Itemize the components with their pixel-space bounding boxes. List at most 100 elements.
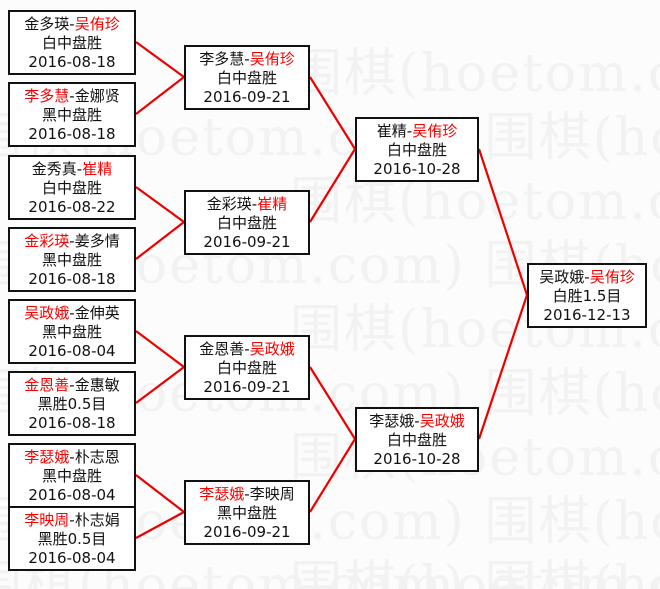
player-name-winner: 吴政娥 (24, 304, 70, 322)
bracket-connector (477, 148, 529, 296)
bracket-connector (135, 221, 185, 260)
bracket-connector (135, 511, 185, 539)
player-name-loser: 姜多情 (74, 232, 120, 250)
watermark-text: 围棋(hoetom.com) 围棋(hoetom.com) (290, 556, 660, 589)
player-separator: - (244, 50, 250, 68)
player-name-loser: 崔精 (376, 122, 407, 140)
match-result: 白中盘胜 (41, 34, 102, 52)
watermark-text: 围棋(hoetom.com) 围棋(hoetom.com) (290, 172, 660, 232)
player-separator: - (251, 195, 258, 213)
match-players: 金恩善-金惠敏 (10, 376, 134, 395)
match-players: 吴政娥-金伸英 (10, 304, 134, 323)
match-result: 白中盘胜 (386, 431, 447, 449)
watermark-text: 围棋(hoetom.com) 围棋(hoetom.com) (290, 44, 660, 104)
bracket-connector (477, 294, 529, 440)
match-players: 李多慧-吴侑珍 (186, 50, 308, 69)
player-name-loser: 李映周 (249, 485, 295, 503)
match-date: 2016-09-21 (203, 378, 291, 396)
player-name-loser: 金秀真 (31, 160, 77, 178)
player-name-winner: 吴侑珍 (249, 50, 295, 68)
match-result: 黑中盘胜 (41, 251, 102, 269)
match-result: 白中盘胜 (216, 214, 277, 232)
player-name-loser: 金多瑛 (24, 15, 70, 33)
player-separator: - (414, 412, 420, 430)
player-name-loser: 金伸英 (74, 304, 120, 322)
match-players: 金秀真-崔精 (10, 160, 134, 179)
player-name-winner: 崔精 (82, 160, 113, 178)
match-date: 2016-09-21 (203, 88, 291, 106)
match-result: 白中盘胜 (216, 359, 277, 377)
match-result: 黑中盘胜 (41, 467, 102, 485)
match-result: 黑中盘胜 (41, 106, 102, 124)
bracket-connector (135, 366, 185, 404)
player-separator: - (244, 340, 250, 358)
player-name-winner: 吴政娥 (249, 340, 295, 358)
player-separator: - (69, 15, 75, 33)
player-name-loser: 李多慧 (199, 50, 245, 68)
bracket-connector (309, 76, 356, 150)
match-players: 李瑟娥-李映周 (186, 485, 308, 504)
match-players: 李瑟娥-朴志恩 (10, 448, 134, 467)
player-name-loser: 金惠敏 (74, 376, 120, 394)
player-separator: - (584, 268, 590, 286)
match-players: 金多瑛-吴侑珍 (10, 15, 134, 34)
player-name-winner: 吴政娥 (419, 412, 465, 430)
player-name-loser: 金娜贤 (74, 87, 120, 105)
bracket-connector (309, 366, 356, 440)
match-date: 2016-08-22 (28, 198, 116, 216)
player-separator: - (244, 485, 250, 503)
match-result: 黑胜0.5目 (37, 395, 107, 413)
match-date: 2016-08-04 (28, 342, 116, 360)
player-separator: - (69, 376, 75, 394)
player-separator: - (406, 122, 413, 140)
match-players: 金彩瑛-姜多情 (10, 232, 134, 251)
bracket-connector (135, 186, 185, 223)
match-date: 2016-08-18 (28, 270, 116, 288)
player-separator: - (76, 160, 83, 178)
match-players: 吴政娥-吴侑珍 (529, 268, 645, 287)
bracket-connector (135, 474, 185, 513)
player-name-winner: 崔精 (257, 195, 288, 213)
match-date: 2016-08-18 (28, 414, 116, 432)
player-name-winner: 李多慧 (24, 87, 70, 105)
bracket-connector (135, 76, 185, 115)
match-players: 李映周-朴志娟 (10, 511, 134, 530)
match-date: 2016-12-13 (543, 306, 631, 324)
match-players: 李瑟娥-吴政娥 (357, 412, 477, 431)
match-date: 2016-10-28 (373, 160, 461, 178)
player-separator: - (69, 511, 75, 529)
bracket-connector (135, 41, 185, 78)
player-name-winner: 吴侑珍 (589, 268, 635, 286)
bracket-connector (135, 330, 185, 368)
player-separator: - (69, 304, 75, 322)
match-result: 黑中盘胜 (41, 323, 102, 341)
player-name-loser: 李瑟娥 (369, 412, 415, 430)
match-players: 金彩瑛-崔精 (186, 195, 308, 214)
player-name-loser: 吴政娥 (539, 268, 585, 286)
player-name-loser: 金恩善 (199, 340, 245, 358)
match-players: 李多慧-金娜贤 (10, 87, 134, 106)
bracket-connector (309, 148, 356, 223)
match-date: 2016-08-18 (28, 125, 116, 143)
player-name-loser: 朴志娟 (74, 511, 120, 529)
player-name-winner: 吴侑珍 (74, 15, 120, 33)
match-result: 白中盘胜 (386, 141, 447, 159)
match-result: 白中盘胜 (216, 69, 277, 87)
player-name-loser: 金彩瑛 (206, 195, 252, 213)
